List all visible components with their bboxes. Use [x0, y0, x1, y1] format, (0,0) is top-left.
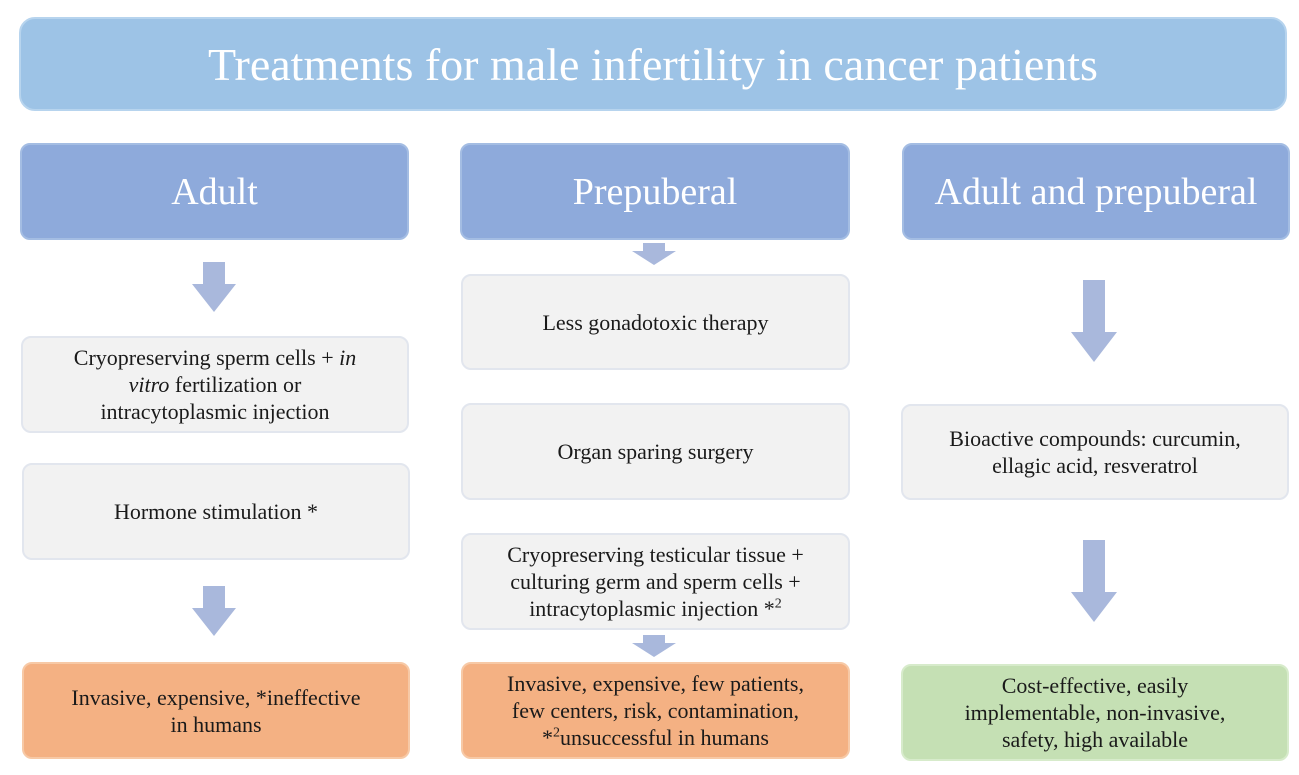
prepuberal-treatment-organ-sparing-text: Organ sparing surgery [557, 439, 754, 464]
down-arrow-icon [1071, 540, 1117, 622]
prepuberal-treatment-organ-sparing: Organ sparing surgery [461, 403, 850, 500]
header-adult: Adult [20, 143, 409, 240]
header-both-text: Adult and prepuberal [934, 170, 1258, 213]
prepuberal-outcome-text: Invasive, expensive, few patients, few c… [507, 670, 804, 751]
down-arrow-icon [632, 635, 676, 657]
text-line: intracytoplasmic injection * [529, 596, 775, 621]
prepuberal-treatment-cryopreserving-tissue: Cryopreserving testicular tissue + cultu… [461, 533, 850, 630]
text-line: fertilization or [174, 372, 302, 397]
italic-text: vitro [128, 372, 170, 397]
italic-text: in [339, 345, 357, 370]
text-line: implementable, non-invasive, [964, 700, 1226, 725]
adult-treatment-cryopreserving-sperm-text: Cryopreserving sperm cells + in vitro fe… [74, 344, 356, 425]
header-prepuberal-text: Prepuberal [572, 170, 738, 213]
both-outcome-text: Cost-effective, easily implementable, no… [965, 672, 1226, 753]
text-line: * [542, 725, 554, 750]
superscript: 2 [774, 596, 782, 612]
adult-treatment-hormone-stimulation: Hormone stimulation * [22, 463, 410, 560]
diagram-title-text: Treatments for male infertility in cance… [208, 38, 1098, 90]
text-line: Bioactive compounds: curcumin, [949, 426, 1241, 451]
text-line: ellagic acid, resveratrol [992, 453, 1198, 478]
header-adult-and-prepuberal: Adult and prepuberal [902, 143, 1290, 240]
text-line: safety, high available [1001, 727, 1189, 752]
prepuberal-outcome: Invasive, expensive, few patients, few c… [461, 662, 850, 759]
text-line: Invasive, expensive, *ineffective [71, 684, 361, 710]
adult-treatment-hormone-stimulation-text: Hormone stimulation * [113, 499, 319, 524]
adult-treatment-cryopreserving-sperm: Cryopreserving sperm cells + in vitro fe… [21, 336, 409, 433]
both-treatment-bioactive-compounds: Bioactive compounds: curcumin, ellagic a… [901, 404, 1289, 500]
text-line: Invasive, expensive, few patients, [507, 671, 804, 696]
text-line: Cost-effective, easily [1001, 673, 1189, 698]
down-arrow-icon [632, 243, 676, 265]
adult-outcome-text: Invasive, expensive, *ineffective in hum… [71, 684, 360, 738]
header-prepuberal: Prepuberal [460, 143, 850, 240]
text-line: Cryopreserving testicular tissue + [507, 542, 804, 567]
text-line: in humans [170, 711, 262, 737]
prepuberal-treatment-less-gonadotoxic: Less gonadotoxic therapy [461, 274, 850, 370]
both-outcome: Cost-effective, easily implementable, no… [901, 664, 1289, 761]
text-line: few centers, risk, contamination, [511, 698, 800, 723]
adult-outcome: Invasive, expensive, *ineffective in hum… [22, 662, 410, 759]
both-treatment-bioactive-compounds-text: Bioactive compounds: curcumin, ellagic a… [949, 425, 1240, 479]
superscript: 2 [553, 725, 561, 741]
text-line: intracytoplasmic injection [100, 399, 330, 424]
diagram-title: Treatments for male infertility in cance… [19, 17, 1287, 111]
down-arrow-icon [1071, 280, 1117, 362]
down-arrow-icon [192, 586, 236, 636]
text-line: culturing germ and sperm cells + [510, 569, 801, 594]
down-arrow-icon [192, 262, 236, 312]
header-adult-text: Adult [171, 170, 258, 213]
prepuberal-treatment-less-gonadotoxic-text: Less gonadotoxic therapy [542, 309, 769, 335]
text-line: unsuccessful in humans [560, 725, 769, 750]
text-line: Cryopreserving sperm cells + [73, 345, 334, 370]
prepuberal-treatment-cryopreserving-tissue-text: Cryopreserving testicular tissue + cultu… [507, 541, 804, 622]
